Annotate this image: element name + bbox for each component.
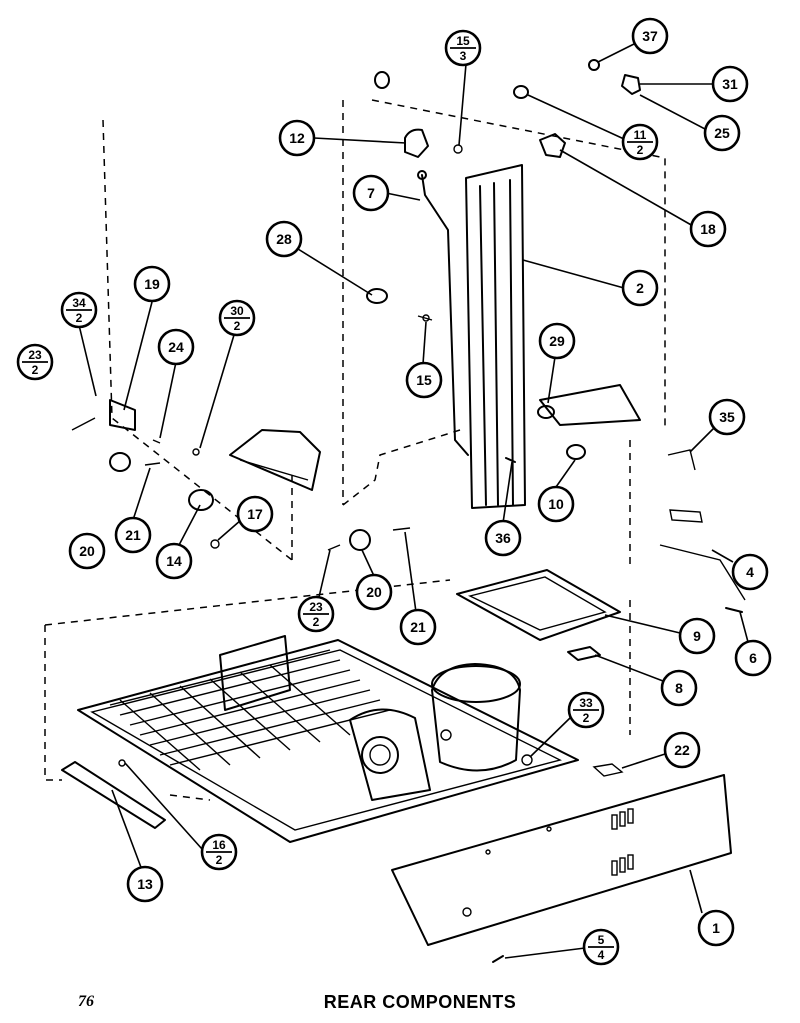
callout-28-label: 28 bbox=[276, 231, 292, 247]
callout-7-label: 7 bbox=[367, 185, 375, 201]
callout-9: 9 bbox=[678, 617, 716, 655]
callout-5-4-top: 5 bbox=[598, 933, 605, 947]
callout-9-label: 9 bbox=[693, 628, 701, 644]
callout-18: 18 bbox=[689, 210, 727, 248]
callout-15: 15 bbox=[405, 361, 443, 399]
callout-22: 22 bbox=[663, 731, 701, 769]
callout-11-2: 11 2 bbox=[621, 123, 659, 161]
callout-33-2-top: 33 bbox=[579, 696, 593, 710]
callout-10-label: 10 bbox=[548, 496, 564, 512]
callout-19: 19 bbox=[133, 265, 171, 303]
parts-drawing bbox=[44, 59, 746, 963]
callout-20-center: 20 bbox=[355, 573, 393, 611]
callout-24-label: 24 bbox=[168, 339, 184, 355]
callout-21-center: 21 bbox=[399, 608, 437, 646]
callout-18-label: 18 bbox=[700, 221, 716, 237]
callout-5-4-bottom: 4 bbox=[598, 948, 605, 962]
callout-16-2: 16 2 bbox=[200, 833, 238, 871]
callout-21-left-label: 21 bbox=[125, 527, 141, 543]
callout-11-2-bottom: 2 bbox=[637, 143, 644, 157]
callout-29: 29 bbox=[538, 322, 576, 360]
callout-14-label: 14 bbox=[166, 553, 182, 569]
callout-34-2: 34 2 bbox=[60, 291, 98, 329]
callout-33-2: 33 2 bbox=[567, 691, 605, 729]
callout-16-2-bottom: 2 bbox=[216, 853, 223, 867]
callout-37: 37 bbox=[631, 17, 669, 55]
callout-36-label: 36 bbox=[495, 530, 511, 546]
callout-33-2-bottom: 2 bbox=[583, 711, 590, 725]
callout-2-label: 2 bbox=[636, 280, 644, 296]
callout-29-label: 29 bbox=[549, 333, 565, 349]
callout-23-2-upper-top: 23 bbox=[28, 348, 42, 362]
callout-20-center-label: 20 bbox=[366, 584, 382, 600]
callout-6: 6 bbox=[734, 639, 772, 677]
callout-30-2-bottom: 2 bbox=[234, 319, 241, 333]
callout-35: 35 bbox=[708, 398, 746, 436]
callout-8-label: 8 bbox=[675, 680, 683, 696]
callout-21-left: 21 bbox=[114, 516, 152, 554]
callout-25: 25 bbox=[703, 114, 741, 152]
callout-16-2-top: 16 bbox=[212, 838, 226, 852]
callout-23-2-lower-bottom: 2 bbox=[313, 615, 320, 629]
callout-13-label: 13 bbox=[137, 876, 153, 892]
callout-23-2-lower-top: 23 bbox=[309, 600, 323, 614]
callout-1: 1 bbox=[697, 909, 735, 947]
callout-20-left: 20 bbox=[68, 532, 106, 570]
callout-20-left-label: 20 bbox=[79, 543, 95, 559]
callout-15-3: 15 3 bbox=[444, 29, 482, 67]
callout-25-label: 25 bbox=[714, 125, 730, 141]
page-number: 76 bbox=[78, 993, 94, 1010]
callout-5-4: 5 4 bbox=[582, 928, 620, 966]
callout-8: 8 bbox=[660, 669, 698, 707]
callout-14: 14 bbox=[155, 542, 193, 580]
callout-31: 31 bbox=[711, 65, 749, 103]
callout-11-2-top: 11 bbox=[634, 128, 647, 142]
callout-2: 2 bbox=[621, 269, 659, 307]
callout-15-3-top: 15 bbox=[456, 34, 470, 48]
page-title: REAR COMPONENTS bbox=[323, 992, 517, 1012]
callout-4: 4 bbox=[731, 553, 769, 591]
callout-30-2: 30 2 bbox=[218, 299, 256, 337]
leader-lines bbox=[78, 43, 749, 959]
callout-12: 12 bbox=[278, 119, 316, 157]
callout-21-center-label: 21 bbox=[410, 619, 426, 635]
callout-23-2-lower: 23 2 bbox=[297, 595, 335, 633]
callout-31-label: 31 bbox=[722, 76, 738, 92]
callout-4-label: 4 bbox=[746, 564, 754, 580]
callout-34-2-top: 34 bbox=[72, 296, 86, 310]
callout-28: 28 bbox=[265, 220, 303, 258]
callout-22-label: 22 bbox=[674, 742, 690, 758]
callout-36: 36 bbox=[484, 519, 522, 557]
callout-35-label: 35 bbox=[719, 409, 735, 425]
callouts: 37 15 3 31 25 12 11 2 7 18 28 bbox=[16, 17, 772, 966]
callout-34-2-bottom: 2 bbox=[76, 311, 83, 325]
callout-1-label: 1 bbox=[712, 920, 720, 936]
callout-37-label: 37 bbox=[642, 28, 658, 44]
callout-17: 17 bbox=[236, 495, 274, 533]
callout-17-label: 17 bbox=[247, 506, 263, 522]
callout-7: 7 bbox=[352, 174, 390, 212]
callout-23-2-upper-bottom: 2 bbox=[32, 363, 39, 377]
callout-23-2-upper: 23 2 bbox=[16, 343, 54, 381]
callout-15-3-bottom: 3 bbox=[460, 49, 467, 63]
callout-10: 10 bbox=[537, 485, 575, 523]
callout-30-2-top: 30 bbox=[230, 304, 244, 318]
callout-6-label: 6 bbox=[749, 650, 757, 666]
callout-24: 24 bbox=[157, 328, 195, 366]
callout-12-label: 12 bbox=[289, 130, 305, 146]
callout-15-label: 15 bbox=[416, 372, 432, 388]
callout-19-label: 19 bbox=[144, 276, 160, 292]
callout-13: 13 bbox=[126, 865, 164, 903]
